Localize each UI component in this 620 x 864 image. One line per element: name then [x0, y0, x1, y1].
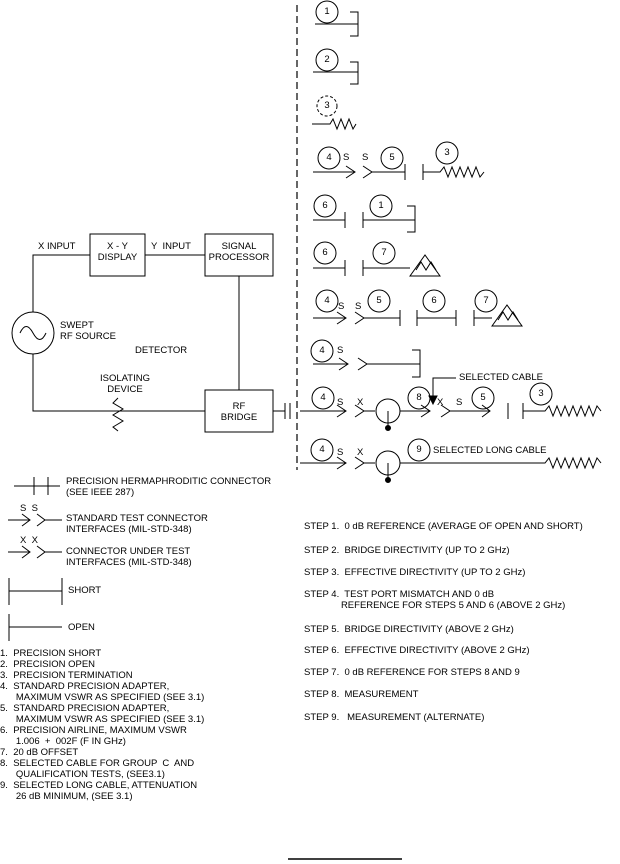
config-step-10 [300, 438, 602, 483]
config-step-9 [300, 377, 602, 431]
mark-1b: 1 [378, 200, 384, 211]
part-7: 7. 20 dB OFFSET [0, 747, 79, 758]
legend-xx-label: X X [20, 535, 38, 546]
selected-long-cable-label: SELECTED LONG CABLE [433, 445, 547, 456]
mark-x-a: X [357, 397, 364, 408]
detector-label: DETECTOR [135, 345, 188, 356]
part-4: 4. STANDARD PRECISION ADAPTER, MAXIMUM V… [0, 681, 205, 703]
part-5: 5. STANDARD PRECISION ADAPTER, MAXIMUM V… [0, 703, 205, 725]
parts-list: 1. PRECISION SHORT 2. PRECISION OPEN 3. … [0, 648, 204, 802]
source-to-bridge-line [32, 354, 205, 412]
mark-7b: 7 [483, 295, 489, 306]
mark-s-d: S [355, 301, 362, 312]
mark-4a: 4 [326, 152, 332, 163]
step-5: STEP 5. BRIDGE DIRECTIVITY (ABOVE 2 GHz) [304, 624, 514, 635]
step-3: STEP 3. EFFECTIVE DIRECTIVITY (UP TO 2 G… [304, 567, 526, 578]
part-2: 2. PRECISION OPEN [0, 659, 96, 670]
mark-5a: 5 [389, 152, 395, 163]
legend-short-text: SHORT [68, 585, 102, 596]
mark-8: 8 [416, 392, 422, 403]
mark-6a: 6 [322, 200, 328, 211]
legend-open-text: OPEN [68, 622, 95, 633]
mark-s-f: S [337, 397, 344, 408]
legend-ss-text: STANDARD TEST CONNECTOR INTERFACES (MIL-… [66, 513, 208, 535]
config-step-5 [313, 194, 416, 233]
legend-hermaphroditic-text: PRECISION HERMAPHRODITIC CONNECTOR (SEE … [66, 476, 272, 498]
legend-short-symbol [8, 578, 63, 605]
step-1: STEP 1. 0 dB REFERENCE (AVERAGE OF OPEN … [304, 521, 583, 532]
step-6: STEP 6. EFFECTIVE DIRECTIVITY (ABOVE 2 G… [304, 645, 530, 656]
config-step-8 [310, 339, 421, 378]
config-step-4 [313, 141, 485, 180]
mark-x-b: X [437, 397, 444, 408]
part-8: 8. SELECTED CABLE FOR GROUP C AND QUALIF… [0, 758, 195, 780]
mark-s-a: S [343, 152, 350, 163]
part-6: 6. PRECISION AIRLINE, MAXIMUM VSWR 1.006… [0, 725, 187, 747]
y-input-label: Y INPUT [151, 241, 191, 252]
legend-xx-text: CONNECTOR UNDER TEST INTERFACES (MIL-STD… [66, 546, 192, 568]
config-step-7 [313, 289, 523, 327]
legend-open-symbol [8, 614, 62, 641]
mark-4c: 4 [319, 345, 325, 356]
config-step-6 [313, 241, 441, 277]
sine-wave-icon [19, 326, 47, 340]
config-step-2 [313, 48, 359, 85]
mark-2a: 2 [324, 54, 330, 65]
signal-processor-label: SIGNAL PROCESSOR [208, 241, 270, 263]
selected-cable-label: SELECTED CABLE [459, 372, 543, 383]
mark-9: 9 [416, 444, 422, 455]
mark-4d: 4 [320, 392, 326, 403]
config-step-1 [315, 0, 359, 37]
mark-6b: 6 [322, 247, 328, 258]
part-9: 9. SELECTED LONG CABLE, ATTENUATION 26 d… [0, 780, 198, 802]
step-9: STEP 9. MEASUREMENT (ALTERNATE) [304, 712, 485, 723]
legend-hermaphroditic-symbol [14, 477, 60, 495]
part-1: 1. PRECISION SHORT [0, 648, 102, 659]
mark-3b: 3 [444, 147, 450, 158]
xy-display-label: X - Y DISPLAY [97, 241, 138, 263]
step-4: STEP 4. TEST PORT MISMATCH AND 0 dB REFE… [304, 589, 566, 611]
isolating-device-symbol [112, 397, 124, 432]
step-2: STEP 2. BRIDGE DIRECTIVITY (UP TO 2 GHz) [304, 545, 510, 556]
mark-6c: 6 [431, 295, 437, 306]
step-7: STEP 7. 0 dB REFERENCE FOR STEPS 8 AND 9 [304, 667, 520, 678]
config-step-3 [312, 95, 357, 131]
mark-3a: 3 [324, 100, 330, 111]
mark-x-c: X [357, 447, 364, 458]
mark-4e: 4 [319, 444, 325, 455]
mark-s-b: S [362, 152, 369, 163]
isolating-device-label: ISOLATING DEVICE [100, 373, 150, 395]
legend-xx-symbol [8, 545, 62, 559]
mark-1a: 1 [324, 6, 330, 17]
legend-ss-label: S S [20, 503, 38, 514]
mark-s-g: S [456, 397, 463, 408]
rf-bridge-label: RF BRIDGE [220, 401, 258, 423]
legend-ss-symbol [8, 513, 62, 527]
x-input-label: X INPUT [38, 241, 76, 252]
mark-s-c: S [338, 301, 345, 312]
mark-5b: 5 [376, 295, 382, 306]
x-input-line [32, 254, 90, 312]
mark-s-h: S [337, 447, 344, 458]
mark-4b: 4 [324, 295, 330, 306]
mark-3c: 3 [538, 388, 544, 399]
step-8: STEP 8. MEASUREMENT [304, 689, 419, 700]
mark-5c: 5 [480, 392, 486, 403]
part-3: 3. PRECISION TERMINATION [0, 670, 133, 681]
swept-source-label: SWEPT RF SOURCE [60, 320, 116, 342]
mark-s-e: S [337, 345, 344, 356]
mark-7a: 7 [381, 247, 387, 258]
